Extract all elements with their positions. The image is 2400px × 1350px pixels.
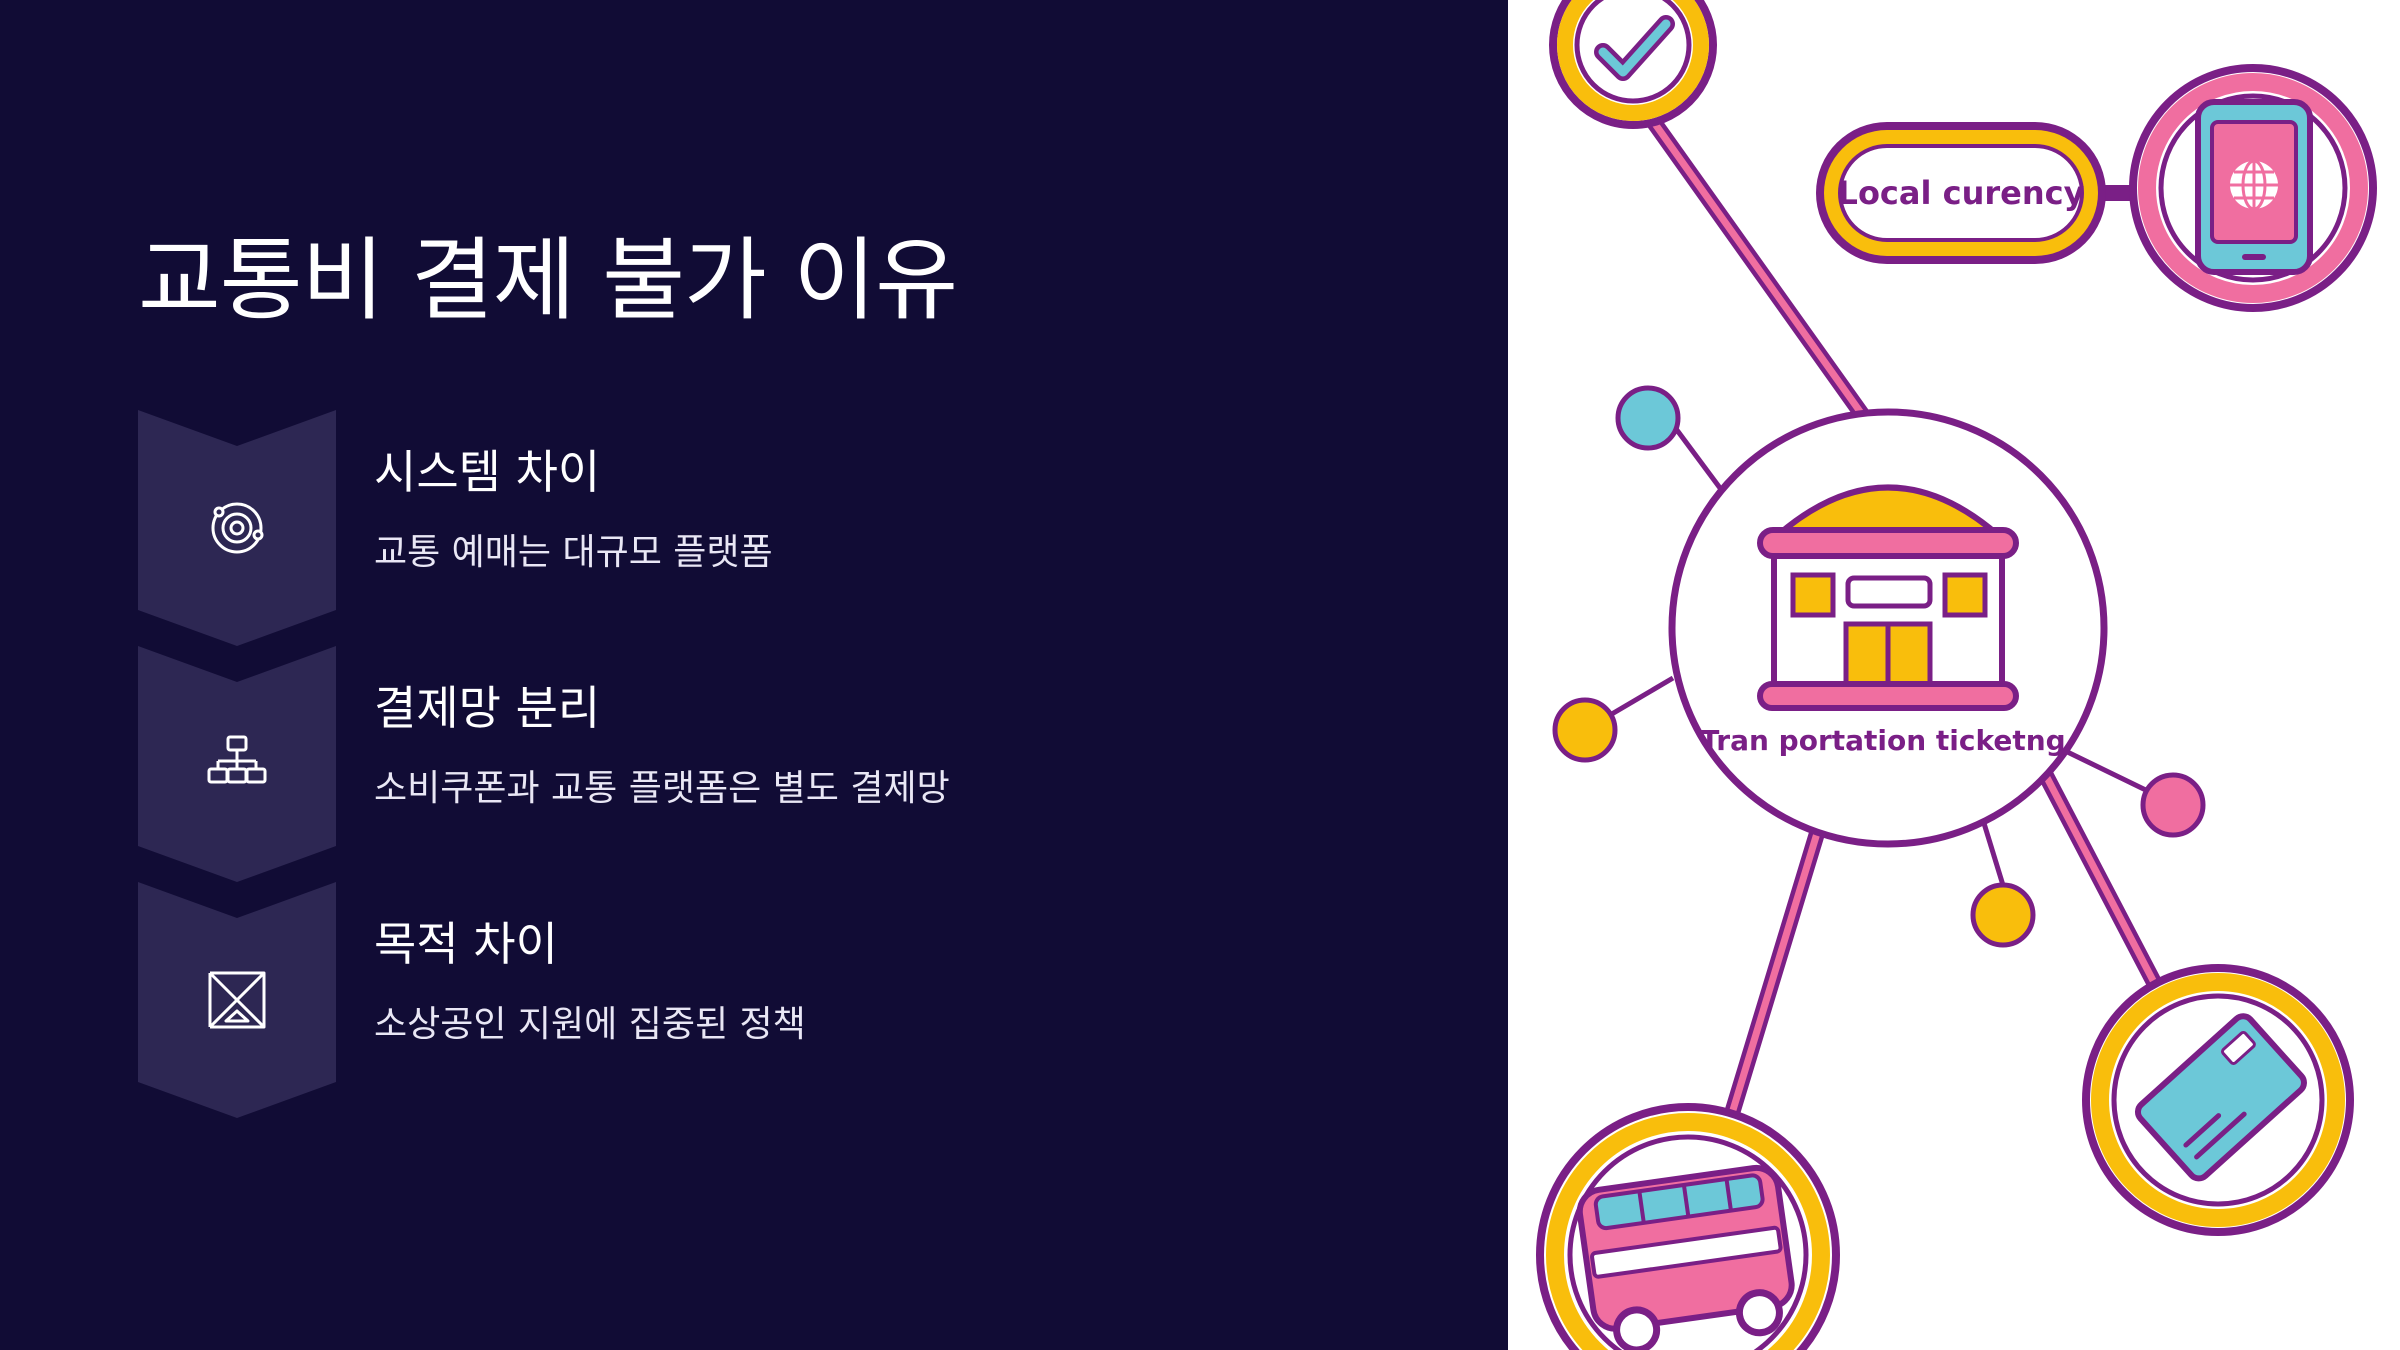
- bus-icon: [1536, 1103, 1840, 1350]
- step-description: 소비쿠폰과 교통 플랫폼은 별도 결제망: [374, 768, 950, 809]
- hourglass-icon: [204, 967, 270, 1033]
- center-label: Tran portation ticketng: [1700, 724, 2065, 757]
- step-heading: 목적 차이: [374, 917, 558, 971]
- connector-nodes: [1552, 385, 2206, 948]
- mobile-phone-icon: [2129, 64, 2377, 312]
- step-heading: 시스템 차이: [374, 445, 601, 499]
- reason-item-system: 시스템 차이 교통 예매는 대규모 플랫폼: [138, 410, 1438, 646]
- page-title: 교통비 결제 불가 이유: [138, 228, 958, 333]
- transport-payment-illustration: Local curency: [1536, 0, 2377, 1350]
- step-description: 소상공인 지원에 집중된 정책: [374, 1004, 806, 1045]
- transportation-station-icon: Tran portation ticketng: [1668, 408, 2108, 848]
- reason-list: 시스템 차이 교통 예매는 대규모 플랫폼: [138, 410, 1438, 1130]
- illustration-panel: Local curency: [1508, 0, 2400, 1350]
- orbit-icon: [204, 495, 270, 561]
- checkmark-icon: [1549, 0, 1717, 129]
- currency-label: Local curency: [1838, 174, 2085, 212]
- step-description: 교통 예매는 대규모 플랫폼: [374, 532, 773, 573]
- content-panel: 교통비 결제 불가 이유 시스템 차이 교통 예매는 대규모 플랫폼: [0, 0, 1508, 1350]
- network-icon: [204, 731, 270, 797]
- step-chevron: [138, 410, 336, 646]
- credit-card-icon: [2082, 964, 2354, 1236]
- local-currency-badge: Local curency: [1816, 122, 2106, 264]
- step-heading: 결제망 분리: [374, 681, 601, 735]
- reason-item-purpose: 목적 차이 소상공인 지원에 집중된 정책: [138, 882, 1438, 1118]
- reason-item-network: 결제망 분리 소비쿠폰과 교통 플랫폼은 별도 결제망: [138, 646, 1438, 882]
